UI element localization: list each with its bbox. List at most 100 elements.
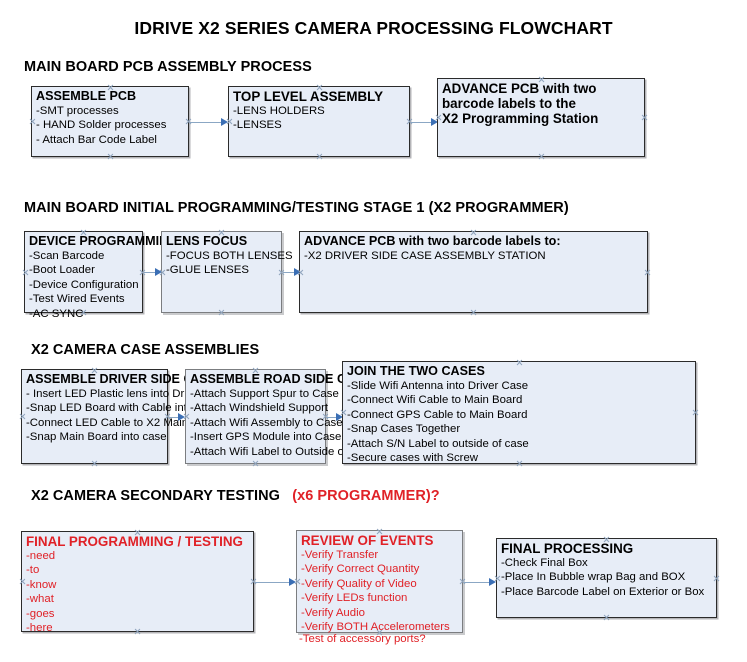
node-device-programming[interactable]: DEVICE PROGRAMMING -Scan Barcode -Boot L…	[22, 231, 179, 320]
arrow-shaft	[255, 581, 289, 584]
node-line: -Verify BOTH Accelerometers	[301, 621, 450, 634]
arrow-assemble-pcb-to-top-level	[190, 117, 228, 127]
arrow-top-level-to-advance-pcb	[411, 117, 438, 127]
arrow-head-icon	[289, 577, 296, 586]
arrow-head-icon	[155, 267, 162, 276]
node-line: -Verify Audio	[301, 606, 365, 619]
node-line: X2 Programming Station	[442, 111, 599, 126]
node-line: -Snap LED Board with Cable into Case	[26, 402, 223, 415]
section-heading-1: MAIN BOARD PCB ASSEMBLY PROCESS	[24, 59, 312, 75]
arrow-head-icon	[336, 412, 343, 421]
node-title: ASSEMBLE PCB	[36, 89, 137, 103]
node-line: -Place In Bubble wrap Bag and BOX	[501, 571, 686, 584]
page-title: IDRIVE X2 SERIES CAMERA PROCESSING FLOWC…	[134, 18, 613, 38]
node-assemble-pcb[interactable]: ASSEMBLE PCB -SMT processes - HAND Solde…	[31, 86, 189, 157]
connector-handle-bottom-icon[interactable]	[316, 153, 323, 160]
node-line: -to	[26, 564, 40, 577]
section-heading-1-text: MAIN BOARD PCB ASSEMBLY PROCESS	[24, 59, 312, 75]
node-line: -Verify Transfer	[301, 549, 379, 561]
node-line: -FOCUS BOTH LENSES	[166, 250, 293, 262]
section-heading-4-text: X2 CAMERA SECONDARY TESTING	[31, 488, 280, 504]
connector-handle-left-icon[interactable]	[19, 413, 26, 420]
node-line: -GLUE LENSES	[166, 264, 249, 277]
node-final-processing[interactable]: FINAL PROCESSING -Check Final Box -Place…	[496, 538, 717, 618]
arrow-final-programming-to-review	[255, 577, 296, 587]
node-line: -Slide Wifi Antenna into Driver Case	[347, 380, 529, 392]
arrow-shaft	[464, 581, 489, 584]
node-advance-pcb-driver-side-case[interactable]: ADVANCE PCB with two barcode labels to: …	[299, 231, 648, 313]
section-heading-3: X2 CAMERA CASE ASSEMBLIES	[31, 342, 259, 358]
node-line: -Connect Wifi Cable to Main Board	[347, 394, 523, 407]
node-line: -Snap Main Board into case	[26, 431, 167, 444]
node-line: -X2 DRIVER SIDE CASE ASSEMBLY STATION	[304, 250, 546, 262]
section-heading-4: X2 CAMERA SECONDARY TESTING (x6 PROGRAMM…	[31, 488, 440, 504]
node-title: JOIN THE TWO CASES	[347, 364, 485, 378]
node-advance-pcb-programming-station[interactable]: ADVANCE PCB with two barcode labels to t…	[437, 78, 645, 157]
node-line: - Insert LED Plastic lens into Driver Ca…	[26, 388, 233, 400]
node-title: ASSEMBLE ROAD SIDE CASE	[190, 372, 372, 386]
node-review-of-events-overflow-line: -Test of accessory ports?	[299, 633, 426, 645]
node-join-the-two-cases[interactable]: JOIN THE TWO CASES -Slide Wifi Antenna i…	[342, 361, 696, 464]
node-title: FINAL PROCESSING	[501, 541, 634, 556]
node-review-of-events[interactable]: REVIEW OF EVENTS -Verify Transfer -Verif…	[296, 530, 463, 633]
node-line: -Verify Quality of Video	[301, 577, 417, 590]
connector-handle-bottom-icon[interactable]	[218, 309, 225, 316]
node-line: -Verify LEDs function	[301, 592, 408, 605]
node-line: -Test Wired Events	[29, 293, 125, 306]
connector-handle-left-icon[interactable]	[22, 269, 29, 276]
node-line: -Boot Loader	[29, 264, 95, 277]
arrow-head-icon	[178, 412, 185, 421]
node-lens-focus[interactable]: LENS FOCUS -FOCUS BOTH LENSES -GLUE LENS…	[161, 231, 293, 316]
node-line: -Verify Correct Quantity	[301, 563, 420, 576]
node-title: ADVANCE PCB with two barcode labels to:	[304, 234, 561, 248]
arrow-lens-focus-to-advance-pcb-driver	[283, 267, 301, 277]
node-line: -Attach Wifi Assembly to Case	[190, 416, 343, 429]
section-heading-4-note: (x6 PROGRAMMER)?	[292, 488, 440, 504]
node-line: -AC SYNC	[29, 307, 84, 320]
arrow-device-programming-to-lens-focus	[144, 267, 162, 277]
connector-handle-right-icon[interactable]	[644, 269, 651, 276]
arrow-head-icon	[221, 117, 228, 126]
connector-handle-bottom-icon[interactable]	[107, 153, 114, 160]
node-assemble-driver-side-case[interactable]: ASSEMBLE DRIVER SIDE CASE - Insert LED P…	[19, 369, 233, 467]
arrow-shaft	[190, 121, 221, 124]
node-line: -Device Configuration	[29, 278, 139, 291]
section-heading-2-text: MAIN BOARD INITIAL PROGRAMMING/TESTING S…	[24, 200, 569, 216]
connector-handle-bottom-icon[interactable]	[538, 153, 545, 160]
node-assemble-road-side-case[interactable]: ASSEMBLE ROAD SIDE CASE -Attach Support …	[185, 369, 377, 467]
node-line: -Connect LED Cable to X2 Main Board	[26, 416, 222, 429]
arrow-road-case-to-join-cases	[327, 412, 343, 422]
node-final-programming-testing[interactable]: FINAL PROGRAMMING / TESTING -need -to -k…	[19, 531, 254, 635]
node-title: FINAL PROGRAMMING / TESTING	[26, 534, 243, 549]
connector-handle-left-icon[interactable]	[29, 118, 36, 125]
arrow-review-to-final-processing	[464, 577, 496, 587]
connector-handle-bottom-icon[interactable]	[252, 460, 259, 467]
node-title: TOP LEVEL ASSEMBLY	[233, 89, 384, 104]
arrow-driver-case-to-road-case	[169, 412, 185, 422]
node-line: -SMT processes	[36, 105, 119, 117]
node-top-level-assembly[interactable]: TOP LEVEL ASSEMBLY -LENS HOLDERS -LENSES	[228, 86, 410, 157]
node-line: -need	[26, 550, 56, 562]
node-line: -Snap Cases Together	[347, 423, 461, 436]
node-line: -Attach Wifi Label to Outside of Case	[190, 445, 377, 458]
node-title: ADVANCE PCB with two	[442, 81, 597, 96]
connector-handle-left-icon[interactable]	[19, 578, 26, 585]
arrow-shaft	[411, 121, 431, 124]
connector-handle-bottom-icon[interactable]	[603, 614, 610, 621]
node-title: LENS FOCUS	[166, 234, 248, 248]
node-line: -know	[26, 578, 57, 591]
connector-handle-bottom-icon[interactable]	[91, 460, 98, 467]
arrow-shaft	[144, 271, 155, 274]
node-title: DEVICE PROGRAMMING	[29, 234, 179, 248]
node-title: REVIEW OF EVENTS	[301, 533, 434, 548]
node-line: -LENS HOLDERS	[233, 105, 325, 117]
node-line: -here	[26, 622, 53, 635]
connector-handle-bottom-icon[interactable]	[470, 309, 477, 316]
section-heading-2: MAIN BOARD INITIAL PROGRAMMING/TESTING S…	[24, 200, 569, 216]
node-line: -Attach Windshield Support	[190, 402, 329, 415]
arrow-shaft	[327, 416, 336, 419]
node-line: -Insert GPS Module into Case	[190, 431, 342, 444]
arrow-shaft	[169, 416, 178, 419]
arrow-head-icon	[294, 267, 301, 276]
node-line: -Secure cases with Screw	[347, 452, 479, 465]
